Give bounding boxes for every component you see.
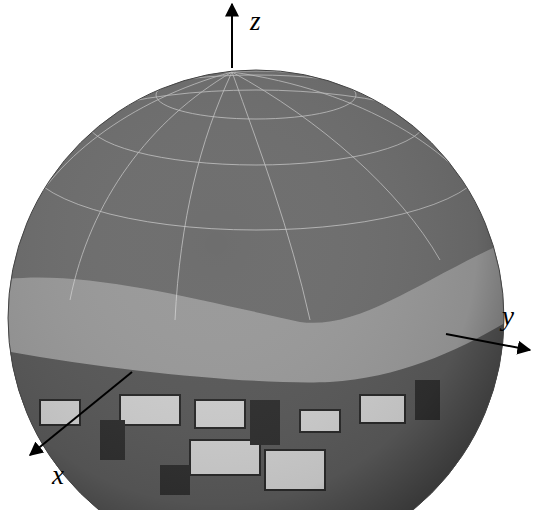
sphere-texture xyxy=(0,60,533,510)
axis-label: z xyxy=(250,8,261,35)
axis-label: x xyxy=(52,462,64,489)
axis-label: y xyxy=(502,303,514,330)
axes xyxy=(30,4,530,455)
